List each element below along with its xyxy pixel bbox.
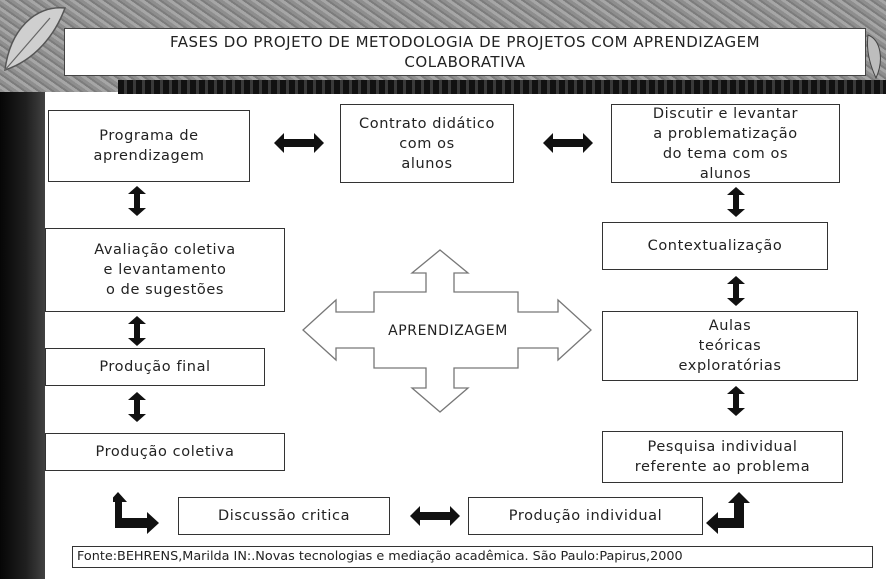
double-arrow-vertical-icon (727, 276, 745, 306)
box-producao-final: Produção final (45, 348, 265, 386)
leaf-decoration-icon (4, 7, 67, 72)
box-programa-de-aprendizagem: Programa de aprendizagem (48, 110, 250, 182)
box-discussao-critica: Discussão critica (178, 497, 390, 535)
double-arrow-horizontal-icon (543, 133, 593, 153)
bent-arrow-right-icon (113, 492, 159, 534)
box-producao-individual: Produção individual (468, 497, 703, 535)
source-citation: Fonte:BEHRENS,Marilda IN:.Novas tecnolog… (72, 546, 873, 568)
box-avaliacao-coletiva: Avaliação coletiva e levantamento o de s… (45, 228, 285, 312)
box-contextualizacao: Contextualização (602, 222, 828, 270)
header-dark-strip (118, 80, 886, 94)
double-arrow-vertical-icon (128, 186, 146, 216)
box-aulas-teoricas: Aulas teóricas exploratórias (602, 311, 858, 381)
center-label-aprendizagem: APRENDIZAGEM (388, 323, 508, 339)
box-contrato-didatico: Contrato didático com os alunos (340, 104, 514, 183)
box-pesquisa-individual: Pesquisa individual referente ao problem… (602, 431, 843, 483)
bent-arrow-up-icon (706, 492, 750, 534)
diagram-title: FASES DO PROJETO DE METODOLOGIA DE PROJE… (64, 28, 866, 76)
double-arrow-vertical-icon (128, 392, 146, 422)
double-arrow-vertical-icon (727, 386, 745, 416)
double-arrow-horizontal-icon (274, 133, 324, 153)
box-producao-coletiva: Produção coletiva (45, 433, 285, 471)
box-discutir-problematizacao: Discutir e levantar a problematização do… (611, 104, 840, 183)
four-way-arrow-icon (302, 249, 592, 413)
double-arrow-vertical-icon (727, 187, 745, 217)
double-arrow-vertical-icon (128, 316, 146, 346)
right-leaf-decoration-icon (867, 34, 881, 80)
double-arrow-horizontal-icon (410, 506, 460, 526)
